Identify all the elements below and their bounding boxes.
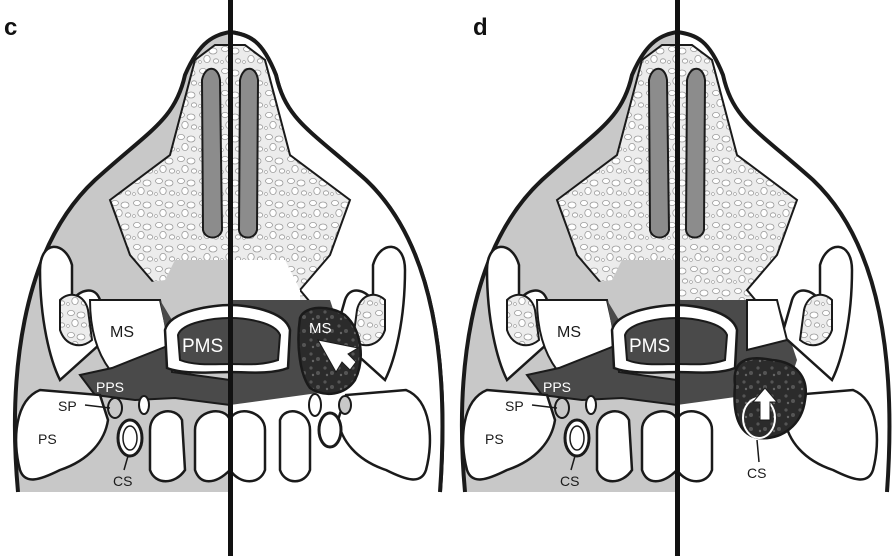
label-pms: PMS bbox=[629, 336, 670, 357]
label-ps: PS bbox=[485, 431, 504, 447]
nasal-septum-right bbox=[239, 69, 258, 238]
label-ms-tumor: MS bbox=[309, 320, 332, 337]
label-ms: MS bbox=[557, 324, 581, 341]
panel-c: c bbox=[0, 0, 446, 556]
divider-line bbox=[675, 0, 680, 556]
panel-d: d MS bbox=[447, 0, 893, 556]
label-sp: SP bbox=[505, 398, 524, 414]
label-pps: PPS bbox=[96, 379, 124, 395]
label-pps: PPS bbox=[543, 379, 571, 395]
label-pms: PMS bbox=[182, 336, 223, 357]
label-ps: PS bbox=[38, 431, 57, 447]
label-cs-right: CS bbox=[747, 465, 766, 481]
anatomy-diagram-c: MS PMS PPS SP PS CS MS bbox=[0, 0, 446, 556]
label-cs-left: CS bbox=[560, 473, 579, 489]
divider-line bbox=[228, 0, 233, 556]
label-cs: CS bbox=[113, 473, 132, 489]
label-ms: MS bbox=[110, 324, 134, 341]
anatomy-diagram-d: MS PMS PPS SP PS CS CS bbox=[447, 0, 893, 556]
nasal-septum-left bbox=[202, 69, 222, 238]
label-sp: SP bbox=[58, 398, 77, 414]
